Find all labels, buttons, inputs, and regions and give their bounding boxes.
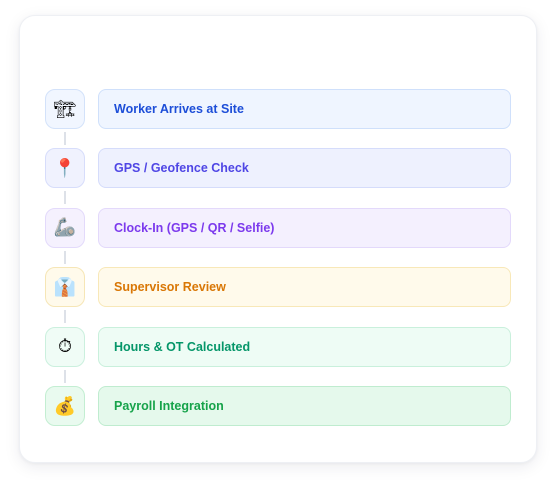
mechanical-arm-icon: 🦾 [45, 207, 85, 248]
step-label: GPS / Geofence Check [98, 148, 511, 189]
step-label: Worker Arrives at Site [98, 89, 511, 129]
money-bag-icon: 💰 [45, 386, 85, 426]
step-connector [64, 132, 66, 145]
step-label: Hours & OT Calculated [98, 326, 511, 367]
workflow-step: 🏗 Worker Arrives at Site [20, 89, 538, 129]
workflow-step: 👔 Supervisor Review [20, 267, 538, 308]
workflow-step: 🦾 Clock-In (GPS / QR / Selfie) [20, 207, 538, 248]
round-pushpin-icon: 📍 [45, 148, 85, 189]
stopwatch-icon: ⏱ [45, 326, 85, 367]
workflow-card: 🏗 Worker Arrives at Site 📍 GPS / Geofence C… [19, 15, 537, 463]
step-connector [64, 191, 66, 205]
step-label: Supervisor Review [98, 267, 511, 308]
step-connector [64, 369, 66, 383]
construction-crane-icon: 🏗 [45, 89, 85, 129]
step-label: Payroll Integration [98, 386, 511, 426]
workflow-step: ⏱ Hours & OT Calculated [20, 326, 538, 367]
office-worker-icon: 👔 [45, 267, 85, 308]
step-label: Clock-In (GPS / QR / Selfie) [98, 207, 511, 248]
workflow-step: 💰 Payroll Integration [20, 386, 538, 426]
step-connector [64, 310, 66, 324]
workflow-step: 📍 GPS / Geofence Check [20, 148, 538, 189]
step-connector [64, 250, 66, 264]
